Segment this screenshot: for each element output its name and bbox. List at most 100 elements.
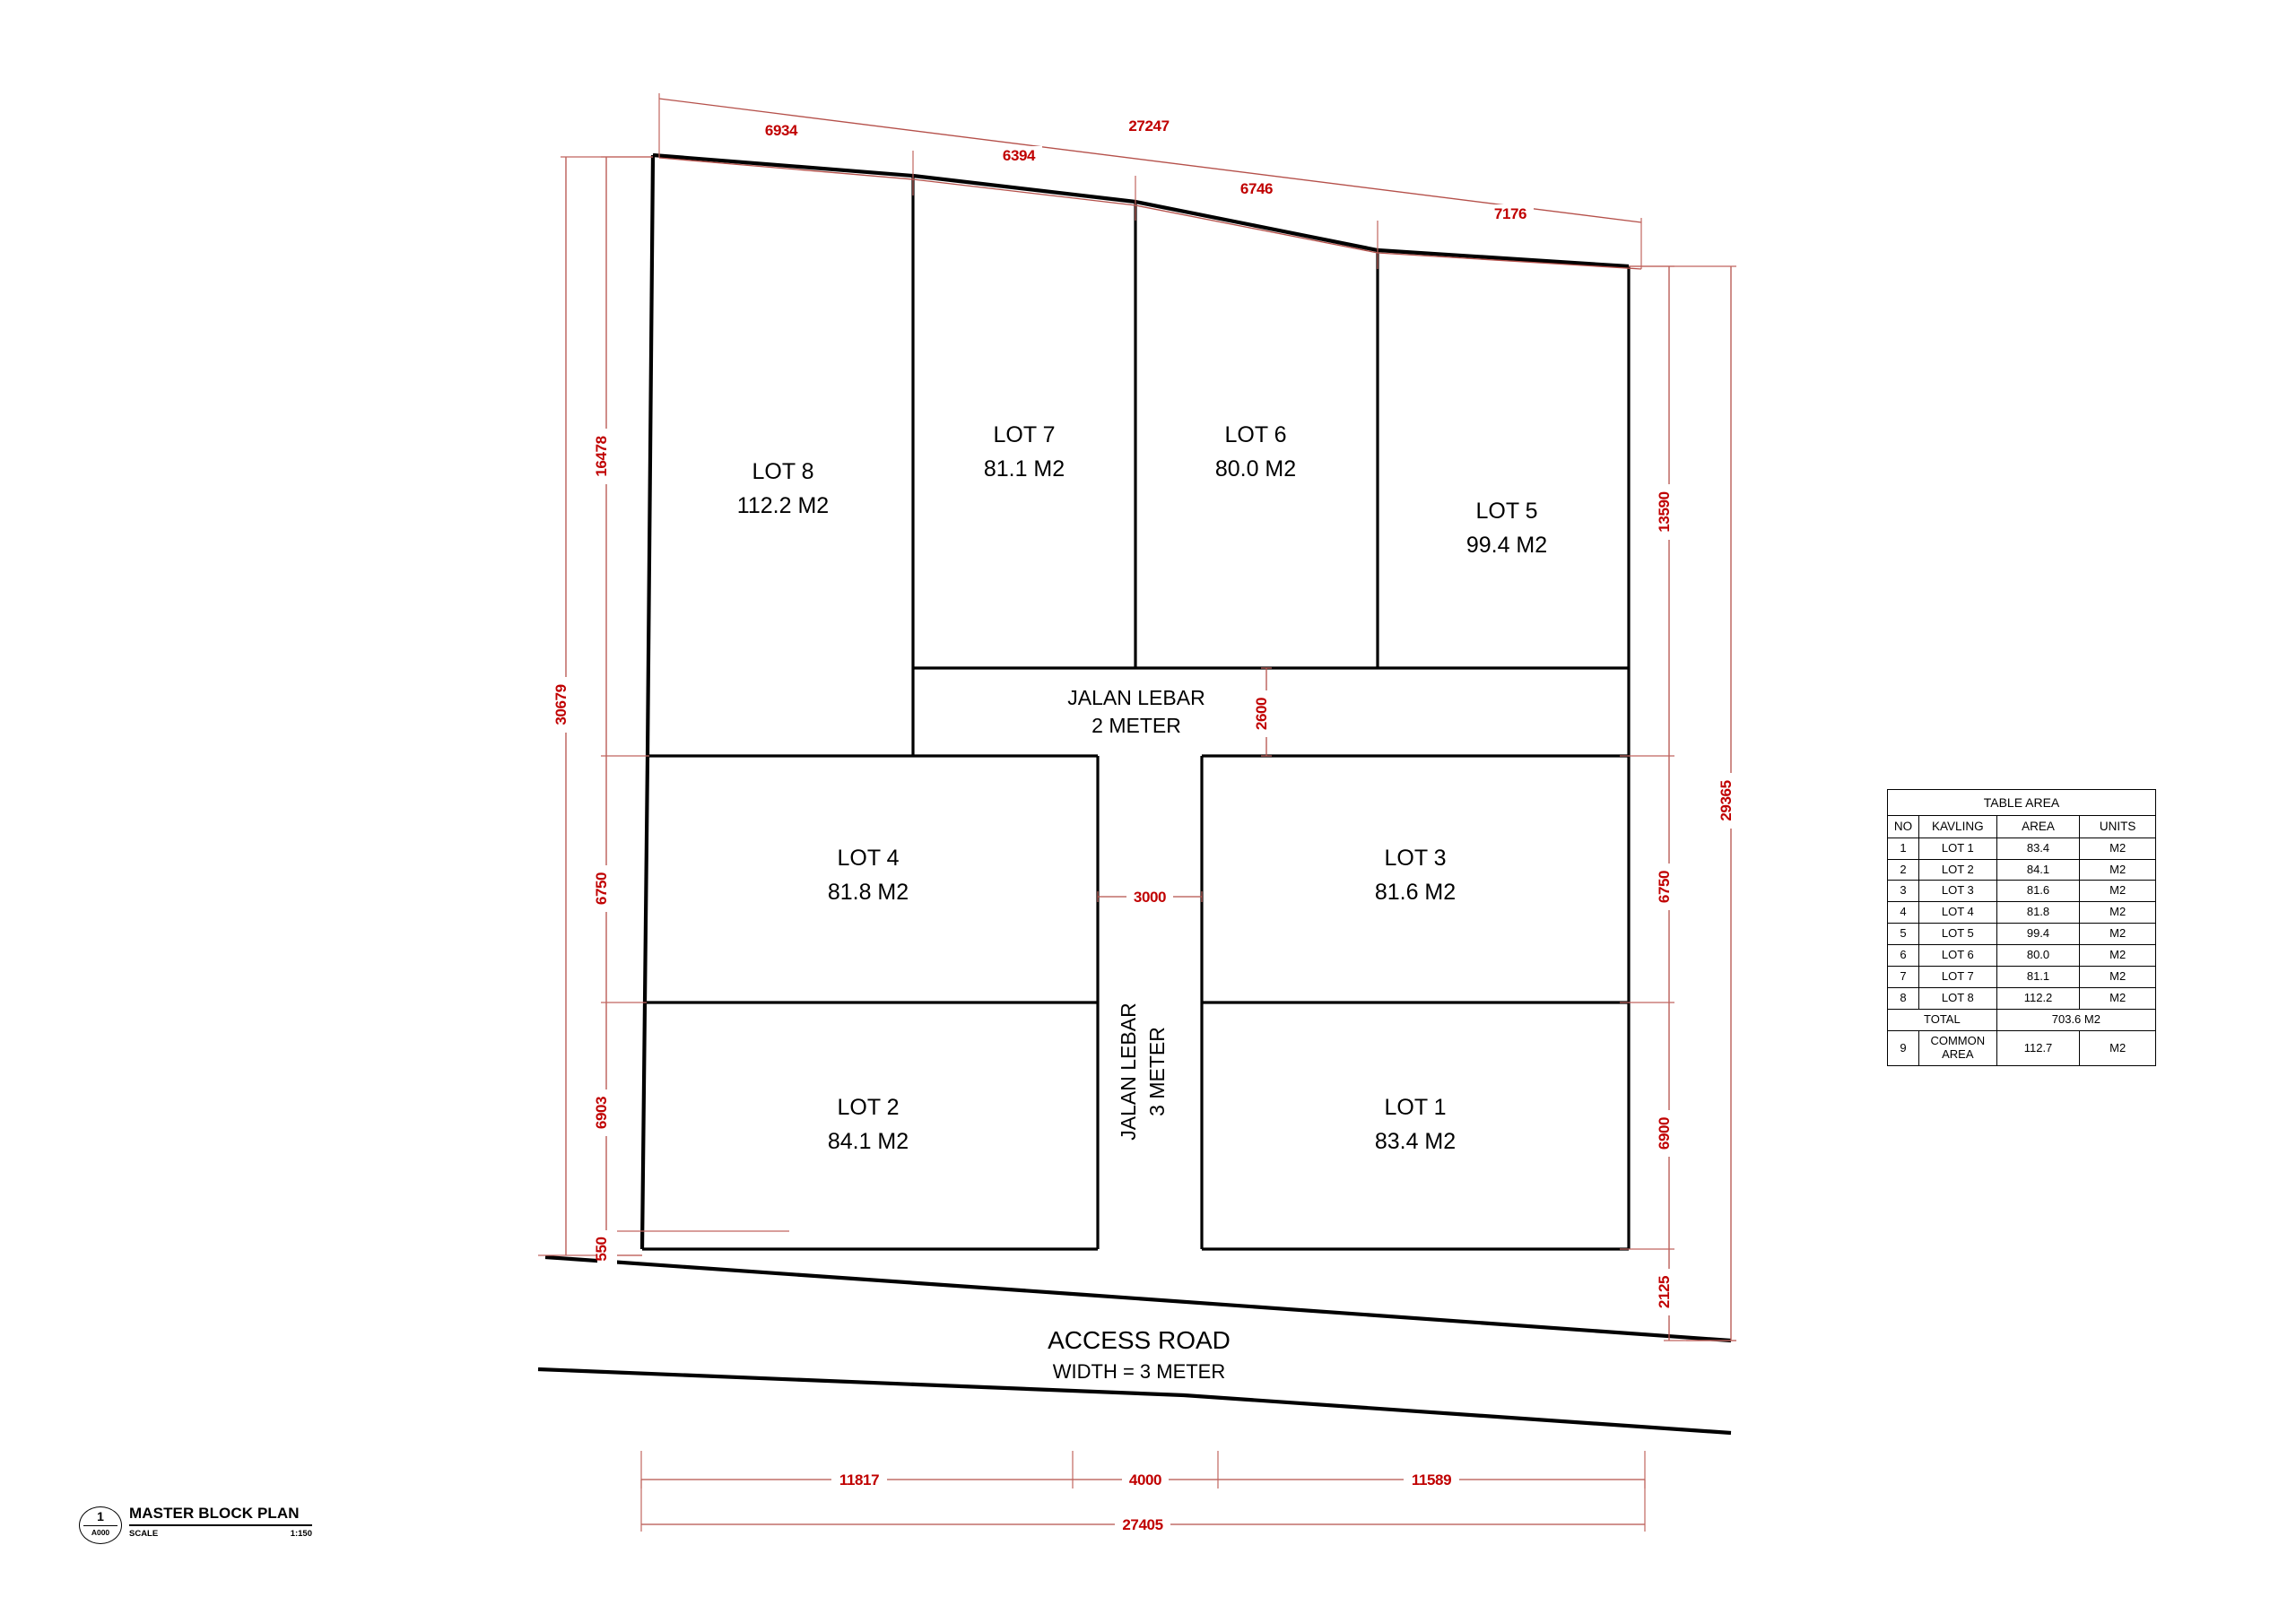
column-header-no: NO <box>1887 815 1919 838</box>
drawing-title: MASTER BLOCK PLAN <box>129 1505 312 1526</box>
dim-bottom-1: 11817 <box>839 1471 879 1488</box>
common-area-no: 9 <box>1887 1030 1919 1066</box>
cell-units: M2 <box>2079 880 2156 903</box>
cell-no: 6 <box>1887 944 1919 968</box>
table-row: 3 LOT 3 81.6 M2 <box>1887 880 2156 903</box>
left-chain-dimension: 16478 6750 6903 550 <box>593 156 789 1268</box>
dim-bottom-3: 11589 <box>1412 1471 1451 1488</box>
cell-kavling: LOT 3 <box>1918 880 1997 903</box>
cell-kavling: LOT 8 <box>1918 987 1997 1011</box>
table-row: 5 LOT 5 99.4 M2 <box>1887 923 2156 946</box>
cell-area: 81.8 <box>1996 901 2081 924</box>
scale-row: SCALE 1:150 <box>129 1526 312 1539</box>
column-header-units: UNITS <box>2079 815 2156 838</box>
title-block: 1 A000 MASTER BLOCK PLAN SCALE 1:150 <box>79 1505 312 1560</box>
table-row: 2 LOT 2 84.1 M2 <box>1887 858 2156 881</box>
lot8-area: 112.2 M2 <box>737 493 829 518</box>
area-table: TABLE AREA NO KAVLING AREA UNITS 1 LOT 1… <box>1887 788 2157 1066</box>
table-row: 4 LOT 4 81.8 M2 <box>1887 901 2156 924</box>
dim-left-1: 16478 <box>593 436 610 476</box>
cell-no: 7 <box>1887 966 1919 989</box>
table-row: 7 LOT 7 81.1 M2 <box>1887 966 2156 989</box>
lot6-area: 80.0 M2 <box>1215 456 1296 482</box>
table-row: 6 LOT 6 80.0 M2 <box>1887 944 2156 968</box>
table-common-area-row: 9 COMMON AREA 112.7 M2 <box>1887 1030 2156 1066</box>
top-overall-dimension: 27247 <box>658 93 1642 269</box>
dim-right-2: 6750 <box>1656 871 1673 903</box>
dim-top-1: 6934 <box>765 122 798 139</box>
cell-units: M2 <box>2079 987 2156 1011</box>
table-title: TABLE AREA <box>1887 788 2156 817</box>
jalan-2m-label-line1: JALAN LEBAR <box>1067 686 1205 709</box>
dim-right-3: 6900 <box>1656 1117 1673 1150</box>
cell-no: 5 <box>1887 923 1919 946</box>
cell-units: M2 <box>2079 966 2156 989</box>
lot1-label: LOT 1 <box>1384 1095 1446 1120</box>
table-row: 1 LOT 1 83.4 M2 <box>1887 837 2156 860</box>
dim-top-overall: 27247 <box>1128 117 1169 135</box>
lot-boundaries <box>537 152 1732 1436</box>
scale-label: SCALE <box>129 1529 159 1539</box>
lot5-area: 99.4 M2 <box>1466 533 1547 558</box>
lot3-label: LOT 3 <box>1384 846 1446 871</box>
lot-labels: LOT 8 112.2 M2 LOT 7 81.1 M2 LOT 6 80.0 … <box>737 422 1547 1154</box>
top-chain-dimension: 6934 6394 6746 7176 <box>658 121 1642 270</box>
dim-right-overall: 29365 <box>1718 780 1735 820</box>
access-road-south-kerb <box>537 1367 1732 1436</box>
cell-kavling: LOT 4 <box>1918 901 1997 924</box>
table-total-row: TOTAL 703.6 M2 <box>1887 1009 2157 1032</box>
scale-value: 1:150 <box>290 1529 312 1539</box>
dim-right-1: 13590 <box>1656 491 1673 532</box>
cell-kavling: LOT 7 <box>1918 966 1997 989</box>
cell-area: 80.0 <box>1996 944 2081 968</box>
lot8-label: LOT 8 <box>752 459 813 484</box>
lot2-area: 84.1 M2 <box>828 1129 909 1154</box>
lot2-label: LOT 2 <box>837 1095 899 1120</box>
cell-kavling: LOT 1 <box>1918 837 1997 860</box>
cell-no: 4 <box>1887 901 1919 924</box>
cell-area: 99.4 <box>1996 923 2081 946</box>
dim-jalan-3m: 3000 <box>1134 889 1166 906</box>
cell-no: 1 <box>1887 837 1919 860</box>
lot3-area: 81.6 M2 <box>1375 880 1456 905</box>
sheet-reference: A000 <box>91 1528 110 1537</box>
dim-top-2: 6394 <box>1003 147 1036 164</box>
detail-bubble: 1 A000 <box>79 1506 122 1544</box>
cell-units: M2 <box>2079 858 2156 881</box>
common-area-value: 112.7 <box>1996 1030 2081 1066</box>
total-value: 703.6 M2 <box>1996 1009 2157 1032</box>
lot4-label: LOT 4 <box>837 846 899 871</box>
lot5-label: LOT 5 <box>1475 499 1537 524</box>
cell-area: 81.1 <box>1996 966 2081 989</box>
lot7-area: 81.1 M2 <box>984 456 1065 482</box>
cell-kavling: LOT 6 <box>1918 944 1997 968</box>
access-road-label-line2: WIDTH = 3 METER <box>1053 1360 1226 1383</box>
cell-area: 83.4 <box>1996 837 2081 860</box>
table-row: 8 LOT 8 112.2 M2 <box>1887 987 2156 1011</box>
cell-no: 3 <box>1887 880 1919 903</box>
title-block-text: MASTER BLOCK PLAN SCALE 1:150 <box>129 1505 312 1539</box>
common-area-label: COMMON AREA <box>1918 1030 1997 1066</box>
right-overall-dimension: 29365 <box>1629 265 1742 1341</box>
dim-left-2: 6750 <box>593 872 610 905</box>
lot4-area: 81.8 M2 <box>828 880 909 905</box>
cell-units: M2 <box>2079 901 2156 924</box>
table-title-row: TABLE AREA <box>1887 788 2156 817</box>
column-header-area: AREA <box>1996 815 2081 838</box>
dim-left-4: 550 <box>593 1237 610 1261</box>
dim-bottom-overall: 27405 <box>1122 1516 1162 1533</box>
jalan-3m-label-line2: 3 METER <box>1145 1027 1169 1116</box>
bottom-chain-dimension: 11817 4000 11589 <box>640 1451 1646 1488</box>
cell-area: 112.2 <box>1996 987 2081 1011</box>
dim-bottom-2: 4000 <box>1129 1471 1161 1488</box>
common-area-units: M2 <box>2079 1030 2156 1066</box>
bottom-overall-dimension: 27405 <box>640 1480 1646 1533</box>
lot1-area: 83.4 M2 <box>1375 1129 1456 1154</box>
table-header-row: NO KAVLING AREA UNITS <box>1887 815 2156 838</box>
cell-area: 81.6 <box>1996 880 2081 903</box>
dim-left-overall: 30679 <box>552 684 570 725</box>
cell-kavling: LOT 2 <box>1918 858 1997 881</box>
dim-right-4: 2125 <box>1656 1276 1673 1308</box>
